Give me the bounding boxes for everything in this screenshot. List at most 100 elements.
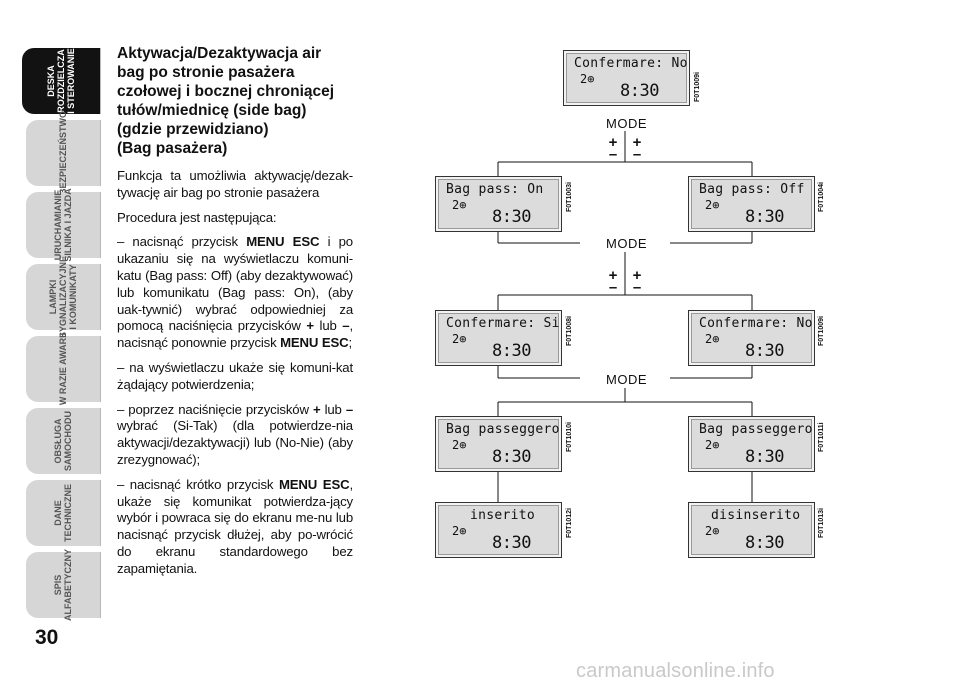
- lcd-status: 2⊕: [452, 524, 467, 538]
- lcd-screen: Bag pass: Off 2⊕ 8:30: [688, 176, 815, 232]
- tab-dane-techniczne[interactable]: DANE TECHNICZNE: [26, 480, 101, 546]
- tab-obsluga[interactable]: OBSŁUGA SAMOCHODU: [26, 408, 101, 474]
- tab-label: OBSŁUGA SAMOCHODU: [53, 411, 73, 471]
- step-text: – nacisnąć przycisk: [117, 234, 247, 250]
- figure-code: F0T1010i: [566, 422, 573, 452]
- lcd-clock: 8:30: [492, 533, 531, 553]
- mode-label: MODE: [602, 372, 651, 387]
- step-text: lub: [313, 318, 343, 334]
- lcd-message: Bag passeggero: [699, 422, 813, 437]
- mode-label: MODE: [602, 116, 651, 131]
- lcd-message: Confermare: Si: [446, 316, 560, 331]
- lcd-status: 2⊕: [705, 198, 720, 212]
- mode-label: MODE: [602, 236, 651, 251]
- lcd-clock: 8:30: [492, 207, 531, 227]
- tab-spis-alfabetyczny[interactable]: SPIS ALFABETYCZNY: [26, 549, 101, 621]
- button-name: +: [312, 401, 321, 417]
- lcd-screen: Confermare: No 2⊕ 8:30: [563, 50, 690, 106]
- lcd-clock: 8:30: [745, 447, 784, 467]
- tab-uruchamianie[interactable]: URUCHAMIANIE SILNIKA I JAZDA: [26, 188, 101, 262]
- lcd-screen: inserito 2⊕ 8:30: [435, 502, 562, 558]
- page-number: 30: [35, 626, 59, 649]
- plus-sign: +: [632, 134, 642, 151]
- figure-code: F0T1009i: [818, 316, 825, 346]
- lcd-message: disinserito: [711, 508, 801, 523]
- minus-sign: –: [632, 146, 642, 163]
- step-text: , nacisnąć ponownie przycisk: [117, 318, 353, 351]
- plus-sign: +: [608, 267, 618, 284]
- minus-sign: –: [608, 146, 618, 163]
- step-text: , ukaże się komunikat potwierdza-jący wy…: [117, 476, 353, 576]
- tab-label: SPIS ALFABETYCZNY: [53, 549, 73, 621]
- figure-code: F0T1009i: [694, 72, 701, 102]
- lcd-status: 2⊕: [705, 524, 720, 538]
- lcd-status: 2⊕: [705, 438, 720, 452]
- lcd-status: 2⊕: [452, 438, 467, 452]
- lcd-screen: Confermare: Si 2⊕ 8:30: [435, 310, 562, 366]
- text-column: Aktywacja/Dezaktywacja air bag po stroni…: [117, 44, 353, 586]
- lcd-message: Confermare: No: [699, 316, 813, 331]
- tab-w-razie-awarii[interactable]: W RAZIE AWARII: [26, 332, 101, 406]
- step-text: – nacisnąć krótko przycisk: [117, 476, 279, 492]
- tab-label: W RAZIE AWARII: [58, 332, 68, 406]
- lcd-clock: 8:30: [745, 341, 784, 361]
- figure-code: F0T1013i: [818, 508, 825, 538]
- lcd-status: 2⊕: [705, 332, 720, 346]
- figure-code: F0T1012i: [566, 508, 573, 538]
- step-text: i po ukazaniu się na wyświetlaczu komuni…: [117, 234, 353, 334]
- tab-lampki[interactable]: LAMPKI SYGNALIZACYJNE I KOMUNIKATY: [26, 256, 101, 338]
- lcd-clock: 8:30: [745, 207, 784, 227]
- lcd-screen: Confermare: No 2⊕ 8:30: [688, 310, 815, 366]
- diagram-connectors: [497, 124, 753, 502]
- tab-deska-rozdzielcza[interactable]: DESKA ROZDZIELCZA I STEROWANIE: [22, 48, 101, 114]
- plus-sign: +: [608, 134, 618, 151]
- lcd-message: inserito: [470, 508, 536, 523]
- button-name: MENU ESC: [246, 234, 320, 250]
- step-1: – nacisnąć przycisk MENU ESC i po ukazan…: [117, 234, 353, 352]
- tab-bezpieczenstwo[interactable]: BEZPIECZEŃSTWO: [26, 111, 101, 195]
- lcd-clock: 8:30: [620, 81, 659, 101]
- button-name: MENU ESC: [280, 335, 349, 351]
- lcd-screen: Bag passeggero 2⊕ 8:30: [435, 416, 562, 472]
- lcd-message: Bag pass: Off: [699, 182, 805, 197]
- button-name: –: [345, 401, 353, 417]
- figure-code: F0T1011i: [818, 422, 825, 452]
- tab-label: DANE TECHNICZNE: [53, 484, 73, 542]
- tab-label: LAMPKI SYGNALIZACYJNE I KOMUNIKATY: [48, 255, 78, 339]
- watermark-text: carmanualsonline.info: [576, 660, 775, 682]
- lcd-clock: 8:30: [745, 533, 784, 553]
- tab-label: URUCHAMIANIE SILNIKA I JAZDA: [53, 188, 73, 262]
- step-text: – poprzez naciśnięcie przycisków: [117, 401, 313, 417]
- tab-label: BEZPIECZEŃSTWO: [58, 110, 68, 196]
- lcd-clock: 8:30: [492, 341, 531, 361]
- lcd-status: 2⊕: [580, 72, 595, 86]
- plus-sign: +: [632, 267, 642, 284]
- procedure-label: Procedura jest następująca:: [117, 209, 277, 225]
- button-name: –: [342, 318, 350, 334]
- section-heading: Aktywacja/Dezaktywacja air bag po stroni…: [117, 45, 335, 157]
- menu-flow-diagram: Confermare: No 2⊕ 8:30 F0T1009i MODE + –…: [420, 40, 860, 580]
- lcd-clock: 8:30: [492, 447, 531, 467]
- lcd-status: 2⊕: [452, 198, 467, 212]
- section-tabs: DESKA ROZDZIELCZA I STEROWANIE BEZPIECZE…: [18, 48, 101, 628]
- lcd-message: Bag passeggero: [446, 422, 560, 437]
- button-name: MENU ESC: [278, 476, 350, 492]
- lcd-status: 2⊕: [452, 332, 467, 346]
- lcd-screen: Bag passeggero 2⊕ 8:30: [688, 416, 815, 472]
- button-name: +: [306, 318, 314, 334]
- tab-label: DESKA ROZDZIELCZA I STEROWANIE: [46, 48, 76, 114]
- figure-code: F0T1004i: [818, 182, 825, 212]
- step-3: – poprzez naciśnięcie przycisków + lub –…: [117, 402, 353, 469]
- lcd-screen: Bag pass: On 2⊕ 8:30: [435, 176, 562, 232]
- lcd-message: Confermare: No: [574, 56, 688, 71]
- step-text: wybrać (Si-Tak) (dla potwierdze-nia akty…: [117, 418, 353, 467]
- step-text: lub: [320, 401, 346, 417]
- step-4: – nacisnąć krótko przycisk MENU ESC, uka…: [117, 477, 353, 578]
- intro-text: Funkcja ta umożliwia aktywację/dezak-tyw…: [117, 168, 353, 200]
- figure-code: F0T1008i: [566, 316, 573, 346]
- figure-code: F0T1003i: [566, 182, 573, 212]
- lcd-message: Bag pass: On: [446, 182, 544, 197]
- minus-sign: –: [608, 279, 618, 296]
- step-text: ;: [348, 335, 353, 351]
- minus-sign: –: [632, 279, 642, 296]
